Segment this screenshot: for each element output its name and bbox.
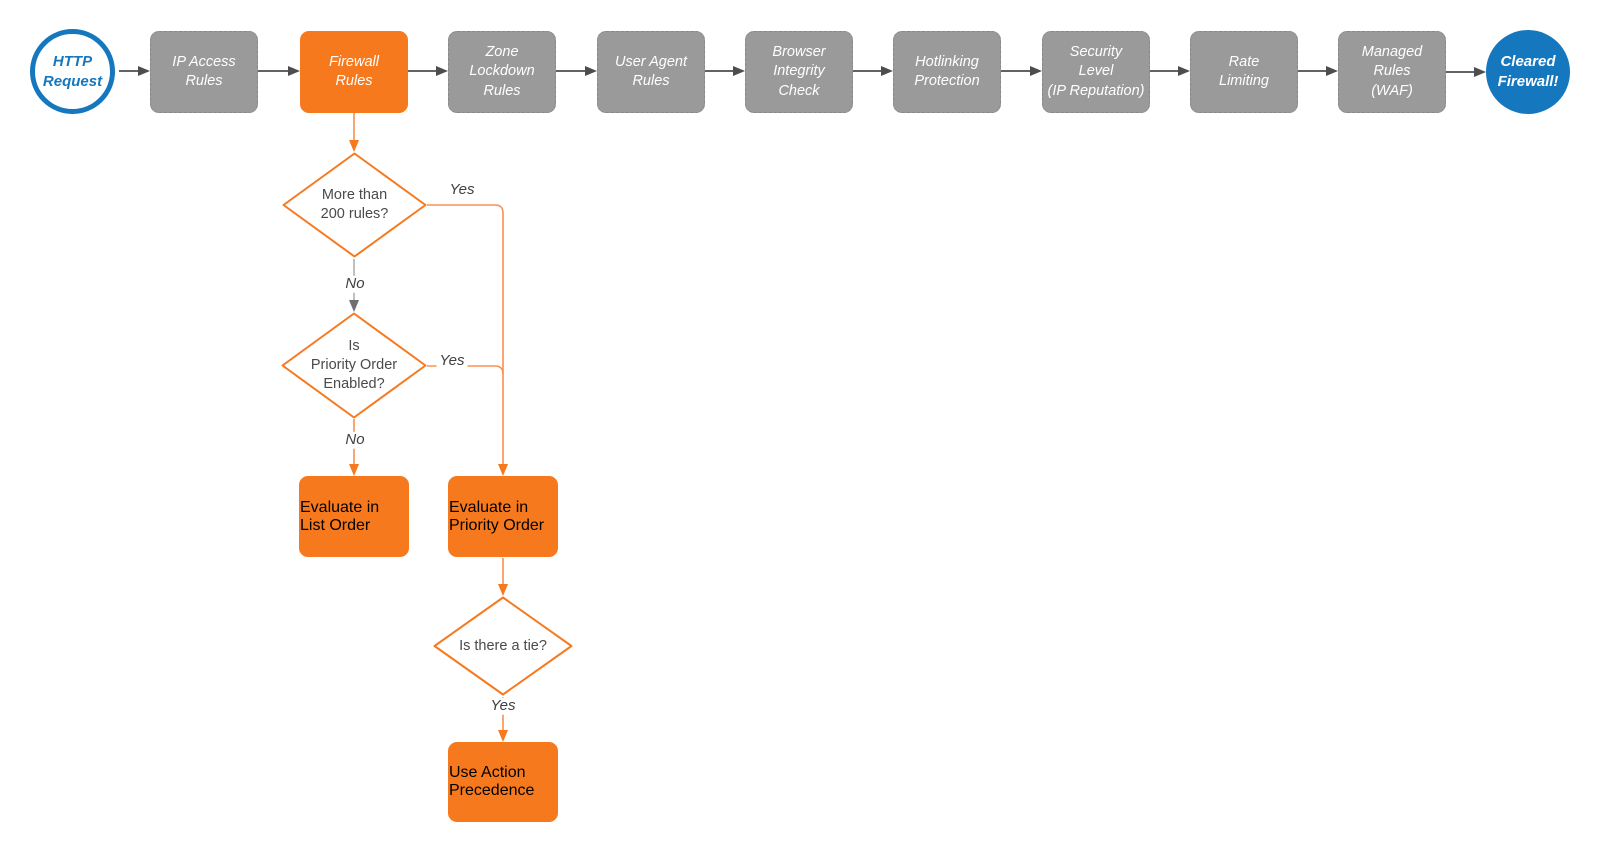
step-browser-integrity-check: Browser Integrity Check [745,31,853,113]
action-use-action-precedence-label: Use Action Precedence [449,764,535,799]
step-ip-access-rules-label: IP Access Rules [172,53,236,89]
diamond-shape-icon [282,152,427,258]
action-use-action-precedence: Use Action Precedence [448,742,558,822]
step-managed-rules-waf-label: Managed Rules (WAF) [1361,44,1423,99]
edge-label-d1-yes: Yes [446,181,478,199]
step-ip-access-rules: IP Access Rules [150,31,258,113]
action-evaluate-in-list-order: Evaluate in List Order [299,476,409,557]
decision-more-than-200-rules: More than 200 rules? [282,152,427,258]
step-zone-lockdown-rules: Zone Lockdown Rules [448,31,556,113]
step-browser-integrity-check-label: Browser Integrity Check [772,44,826,99]
action-evaluate-in-priority-order-label: Evaluate in Priority Order [449,498,545,534]
step-user-agent-rules-label: User Agent Rules [615,53,687,89]
step-http-request: HTTP Request [30,29,115,114]
decision-is-there-a-tie-label: Is there a tie? [459,637,547,654]
step-http-request-label: HTTP Request [42,52,103,90]
step-user-agent-rules: User Agent Rules [597,31,705,113]
decision-more-than-200-rules-label: More than 200 rules? [320,187,389,222]
diamond-shape-icon [281,312,427,419]
edge-label-d2-no: No [342,431,368,449]
step-cleared-firewall: Cleared Firewall! [1486,30,1570,114]
edge-label-d2-yes: Yes [436,352,468,370]
decision-priority-order-enabled-label: Is Priority Order Enabled? [310,338,398,392]
step-hotlinking-protection-label: Hotlinking Protection [914,53,980,89]
decision-priority-order-enabled: Is Priority Order Enabled? [281,312,427,419]
edge-label-d1-no: No [342,275,368,293]
step-security-level-label: Security Level (IP Reputation) [1047,44,1145,99]
step-hotlinking-protection: Hotlinking Protection [893,31,1001,113]
decision-is-there-a-tie: Is there a tie? [433,596,573,696]
step-security-level: Security Level (IP Reputation) [1042,31,1150,113]
step-managed-rules-waf: Managed Rules (WAF) [1338,31,1446,113]
action-evaluate-in-list-order-label: Evaluate in List Order [300,498,380,534]
step-firewall-rules-label: Firewall Rules [329,53,379,89]
step-rate-limiting: Rate Limiting [1190,31,1298,113]
step-zone-lockdown-rules-label: Zone Lockdown Rules [469,44,535,99]
step-firewall-rules: Firewall Rules [300,31,408,113]
step-rate-limiting-label: Rate Limiting [1219,53,1269,89]
action-evaluate-in-priority-order: Evaluate in Priority Order [448,476,558,557]
diamond-shape-icon [433,596,573,696]
step-cleared-firewall-label: Cleared Firewall! [1497,53,1559,90]
edge-label-d3-yes: Yes [487,697,519,715]
